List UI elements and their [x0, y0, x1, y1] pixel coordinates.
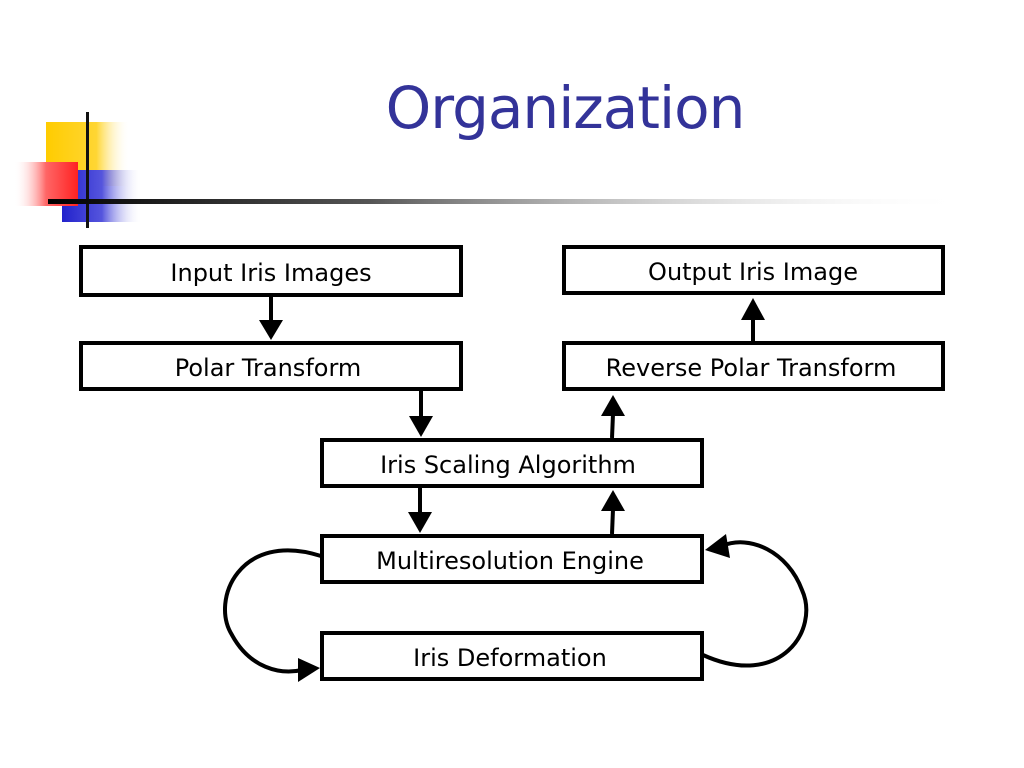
arrow-polar-to-scaling	[409, 391, 433, 437]
node-multiresolution-engine: Multiresolution Engine	[320, 534, 704, 584]
arrow-multires-to-scaling	[601, 490, 625, 535]
node-input-iris-images: Input Iris Images	[79, 245, 463, 297]
node-iris-scaling-algorithm: Iris Scaling Algorithm	[320, 438, 704, 488]
deco-horizontal-line	[48, 199, 968, 204]
arrow-loop-multires-to-deformation	[223, 548, 322, 682]
arrow-input-to-polar	[259, 297, 283, 340]
deco-red-square	[14, 162, 78, 206]
arrow-scaling-to-reverse	[601, 395, 625, 439]
arrow-scaling-to-multires	[408, 488, 432, 533]
node-label: Input Iris Images	[170, 259, 371, 287]
deco-vertical-line	[86, 112, 89, 228]
node-reverse-polar-transform: Reverse Polar Transform	[562, 341, 945, 391]
node-label: Multiresolution Engine	[376, 547, 644, 575]
slide-decoration	[14, 112, 968, 228]
node-label: Polar Transform	[175, 354, 362, 382]
slide-title: Organization	[385, 74, 746, 142]
node-polar-transform: Polar Transform	[79, 341, 463, 391]
node-iris-deformation: Iris Deformation	[320, 631, 704, 681]
node-output-iris-image: Output Iris Image	[562, 245, 945, 295]
node-label: Output Iris Image	[648, 258, 858, 286]
node-label: Iris Deformation	[413, 644, 607, 672]
node-label: Reverse Polar Transform	[606, 354, 897, 382]
arrow-loop-deformation-to-multires	[702, 534, 809, 668]
arrow-reverse-to-output	[741, 298, 765, 341]
node-label: Iris Scaling Algorithm	[380, 451, 636, 479]
